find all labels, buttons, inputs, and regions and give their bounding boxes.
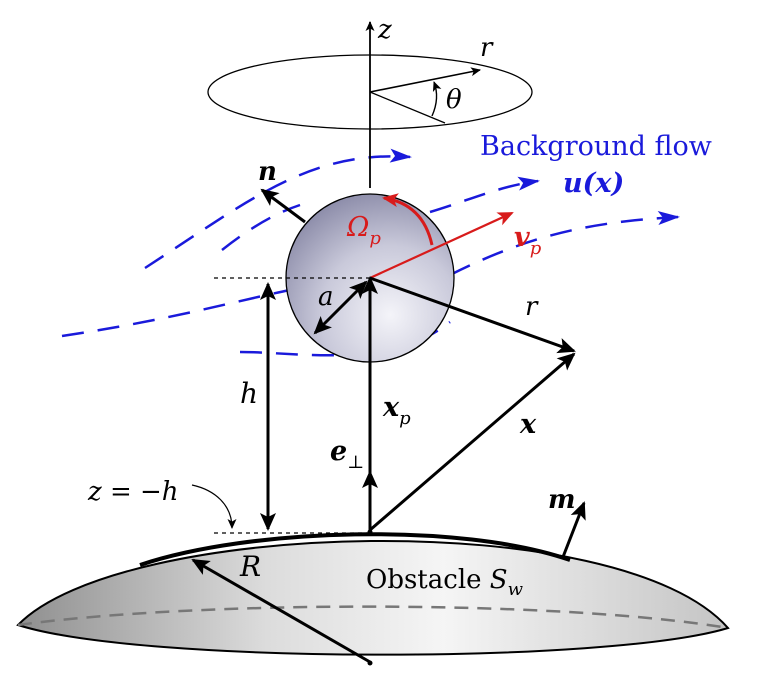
background-flow-label: Background flow: [480, 131, 712, 162]
obstacle-top-edge: [139, 532, 571, 567]
obstacle-hidden-edge: [17, 605, 729, 630]
z-eq-pointer: [191, 484, 237, 529]
rotation-omega-arc: [382, 193, 434, 246]
normal-n-label: n: [258, 157, 277, 187]
polar-coordinates: [207, 54, 533, 130]
polar-r-label: r: [480, 33, 494, 63]
wall-contact-dot: [367, 529, 373, 535]
streamline-front: [221, 203, 301, 251]
height-h-label: h: [240, 377, 258, 410]
theta-label: θ: [446, 85, 462, 115]
x-arrow: [369, 352, 576, 532]
polar-ellipse: [207, 54, 533, 130]
x-label: x: [519, 409, 537, 440]
particle-sphere: [214, 193, 455, 363]
streamline-middle-right: [449, 211, 680, 277]
radius-R-arrow: [191, 558, 371, 664]
streamline-top: [144, 148, 412, 270]
polar-reference-line: [369, 91, 446, 124]
theta-arc: [431, 81, 442, 117]
radius-R: [191, 558, 373, 666]
u-x-label: u(x): [563, 168, 624, 199]
obstacle-label: Obstacle Sw: [366, 565, 524, 600]
r-mid-label: r: [525, 292, 539, 322]
obstacle-center-dot: [367, 660, 373, 666]
radius-a-arrow: [313, 280, 368, 335]
obstacle-body: [16, 539, 730, 656]
z-eq-label: z = −h: [87, 477, 179, 507]
radius-a-label: a: [318, 282, 334, 312]
xp-label: xp: [382, 392, 411, 429]
streamline-upper: [429, 176, 540, 214]
e-perp-label: e⊥: [330, 436, 364, 473]
streamline-middle: [61, 288, 291, 338]
velocity-vp-arrow: [369, 211, 514, 280]
normal-n-arrow: [260, 188, 306, 224]
radius-R-label: R: [239, 550, 261, 583]
omega-label: Ωp: [346, 212, 381, 249]
normal-m-label: m: [548, 485, 576, 515]
vp-label: vp: [514, 222, 542, 259]
z-axis-label: z: [377, 15, 392, 45]
normal-m-arrow: [561, 501, 586, 558]
r-arrow: [369, 276, 576, 354]
polar-r-arrow: [369, 67, 481, 93]
